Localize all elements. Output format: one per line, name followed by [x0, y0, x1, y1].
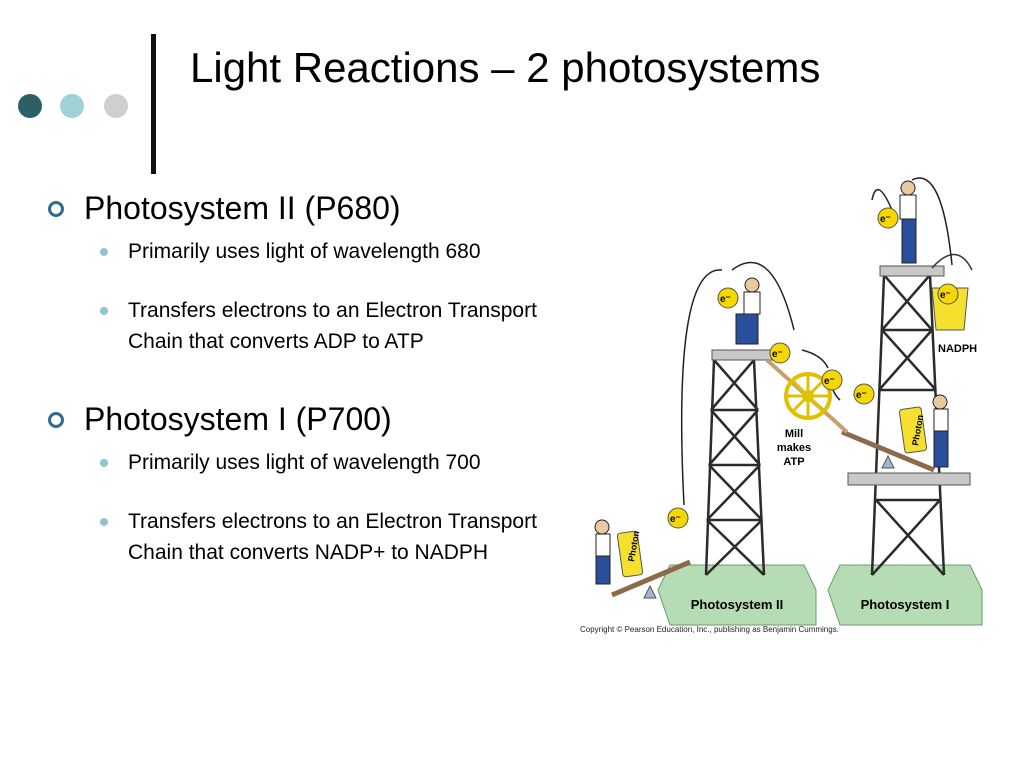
electron-text: e⁻ [880, 214, 891, 225]
ps2-fulcrum [643, 584, 657, 599]
dot-gray [104, 94, 128, 118]
bullet-photosystem-1: Photosystem I (P700) [48, 399, 568, 439]
sub-bullet-marker [100, 307, 108, 315]
nadph-label: NADPH [938, 343, 977, 355]
mill-wheel [784, 372, 832, 420]
electron-text: e⁻ [824, 376, 835, 387]
ps2-tower [704, 359, 766, 576]
electron-text: e⁻ [856, 390, 867, 401]
sub-bullet: Transfers electrons to an Electron Trans… [100, 295, 568, 357]
ps1-seesaw [841, 429, 935, 473]
mill-label-2: makes [777, 442, 811, 454]
sub-bullet-text: Transfers electrons to an Electron Trans… [128, 510, 537, 564]
ps1-label: Photosystem I [861, 597, 950, 612]
mill-label-1: Mill [785, 428, 803, 440]
dot-dark [18, 94, 42, 118]
sub-bullet-text: Transfers electrons to an Electron Trans… [128, 299, 537, 353]
bullet-text: Photosystem II (P680) [84, 190, 401, 226]
bullet-marker [48, 412, 64, 428]
illustration-canvas: Photon Photon e⁻ e⁻ e⁻ e⁻ e⁻ [594, 177, 983, 626]
mill-label-3: ATP [783, 456, 804, 468]
electron-path-arrows [680, 177, 953, 506]
copyright-text: Copyright © Pearson Education, Inc., pub… [580, 625, 839, 634]
electron-text: e⁻ [772, 349, 783, 360]
electron-text: e⁻ [940, 290, 951, 301]
sub-bullet: Primarily uses light of wavelength 680 [100, 236, 568, 267]
photon-can-ps2: Photon [616, 530, 644, 578]
worker-figures [594, 180, 949, 585]
decorative-dots [18, 94, 138, 120]
photosystems-illustration: Photon Photon e⁻ e⁻ e⁻ e⁻ e⁻ [572, 170, 1012, 640]
dot-light [60, 94, 84, 118]
sub-bullet-marker [100, 248, 108, 256]
bullet-photosystem-2: Photosystem II (P680) [48, 188, 568, 228]
ps2-seesaw [611, 559, 691, 598]
slide-title: Light Reactions – 2 photosystems [190, 44, 821, 91]
title-divider [151, 34, 156, 174]
bullet-text: Photosystem I (P700) [84, 401, 392, 437]
electrons: e⁻ e⁻ e⁻ e⁻ e⁻ e⁻ e⁻ [667, 207, 959, 529]
sub-bullet-marker [100, 459, 108, 467]
electron-text: e⁻ [720, 294, 731, 305]
ps1-mid-platform [847, 472, 971, 486]
photon-can-ps1: Photon [898, 406, 928, 454]
sub-bullet: Transfers electrons to an Electron Trans… [100, 506, 568, 568]
bullet-marker [48, 201, 64, 217]
ps1-fulcrum [881, 454, 895, 469]
ps2-label: Photosystem II [691, 597, 783, 612]
ps1-base [827, 564, 983, 626]
ps2-top-platform [711, 349, 773, 361]
sub-bullet-text: Primarily uses light of wavelength 700 [128, 451, 481, 474]
sub-bullet: Primarily uses light of wavelength 700 [100, 447, 568, 478]
ps1-top-platform [879, 265, 945, 277]
sub-bullet-marker [100, 518, 108, 526]
sub-bullet-text: Primarily uses light of wavelength 680 [128, 240, 481, 263]
bullet-list: Photosystem II (P680) Primarily uses lig… [48, 188, 568, 568]
ps2-base [657, 564, 817, 626]
electron-text: e⁻ [670, 514, 681, 525]
